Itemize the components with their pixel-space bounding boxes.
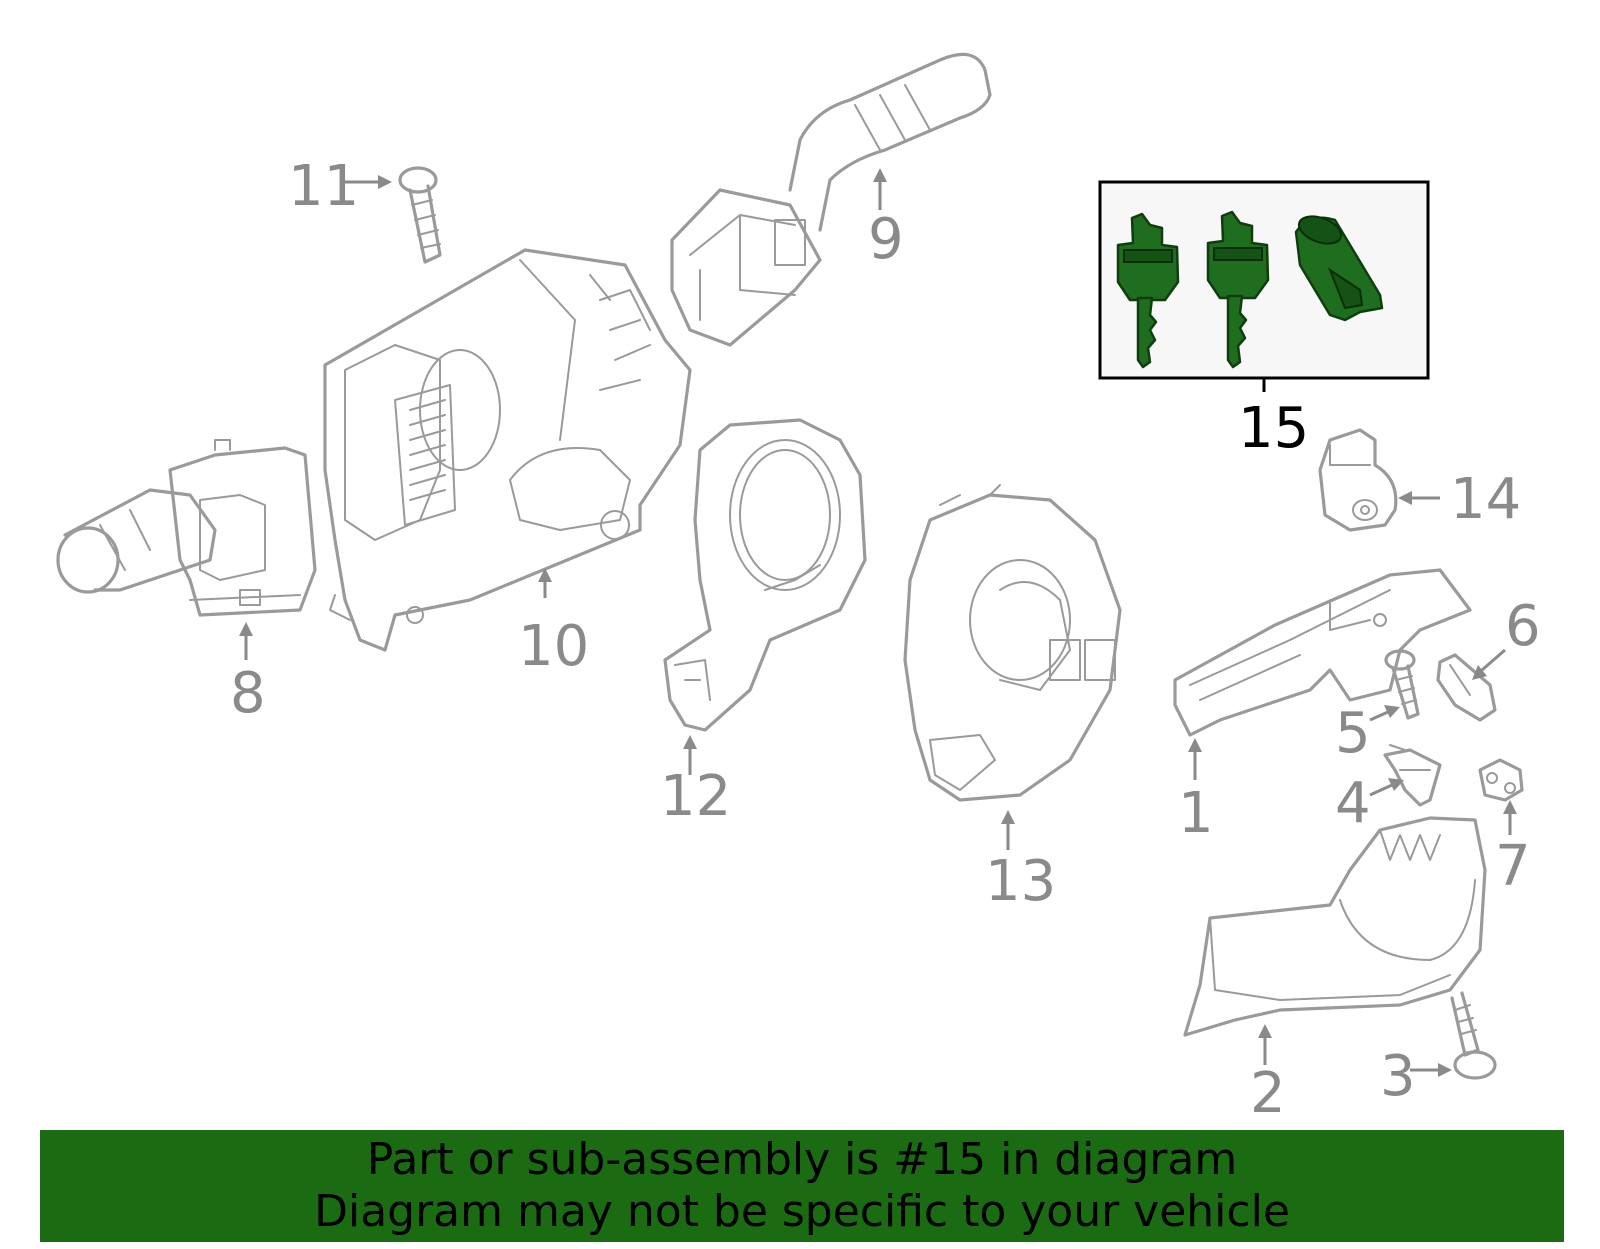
leader-10 xyxy=(538,568,552,598)
callout-14: 14 xyxy=(1450,467,1521,532)
leader-12 xyxy=(683,735,697,775)
info-banner: Part or sub-assembly is #15 in diagram D… xyxy=(40,1130,1564,1242)
callout-15: 15 xyxy=(1238,396,1309,461)
callout-1: 1 xyxy=(1178,781,1214,846)
leader-9 xyxy=(873,168,887,210)
callout-10: 10 xyxy=(518,614,589,679)
leader-4 xyxy=(1369,778,1404,797)
callout-13: 13 xyxy=(985,849,1056,914)
callout-12: 12 xyxy=(660,764,731,829)
part-11-screw xyxy=(398,166,442,264)
callout-6: 6 xyxy=(1505,594,1541,659)
part-14-lock-housing xyxy=(1318,428,1398,532)
banner-line-2: Diagram may not be specific to your vehi… xyxy=(314,1186,1290,1237)
callout-4: 4 xyxy=(1335,771,1371,836)
key-2 xyxy=(1206,210,1270,369)
key-1 xyxy=(1116,212,1180,369)
part-6-clip xyxy=(1436,653,1497,722)
part-2-lower-cover xyxy=(1183,816,1487,1037)
leader-1 xyxy=(1188,738,1202,780)
leader-7 xyxy=(1503,800,1517,835)
leader-6 xyxy=(1472,648,1506,680)
part-3-screw xyxy=(1450,991,1497,1080)
leader-11 xyxy=(345,175,392,189)
callout-11: 11 xyxy=(288,154,359,219)
part-13-clock-spring xyxy=(903,484,1122,802)
part-9-wiper-switch xyxy=(670,52,992,347)
callout-2: 2 xyxy=(1250,1061,1286,1126)
callout-9: 9 xyxy=(868,207,904,272)
part-12-angle-sensor xyxy=(663,418,867,732)
parts-diagram: 11 9 10 xyxy=(56,52,1541,1126)
part-10-housing xyxy=(323,248,692,652)
callout-3: 3 xyxy=(1380,1044,1416,1109)
leader-8 xyxy=(239,622,253,660)
part-8-turn-signal-switch xyxy=(56,439,317,617)
part-7-nut xyxy=(1478,758,1524,802)
leader-5 xyxy=(1369,705,1400,722)
leader-14 xyxy=(1398,491,1440,505)
banner-line-1: Part or sub-assembly is #15 in diagram xyxy=(366,1134,1238,1185)
callout-5: 5 xyxy=(1335,701,1371,766)
part-5-screw xyxy=(1384,649,1420,720)
leader-2 xyxy=(1258,1024,1272,1065)
callout-7: 7 xyxy=(1495,834,1531,899)
leader-3 xyxy=(1410,1063,1452,1077)
leader-13 xyxy=(1001,810,1015,850)
callout-8: 8 xyxy=(230,661,266,726)
part-1-upper-cover xyxy=(1173,568,1472,737)
part-4-clip xyxy=(1383,744,1442,807)
lock-cylinder xyxy=(1294,215,1384,322)
part-15-key-set-box xyxy=(1098,180,1430,380)
